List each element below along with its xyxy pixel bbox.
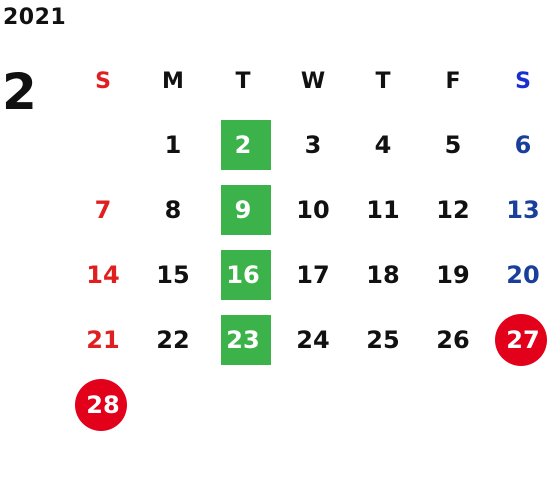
day-cell[interactable]: 25 [348,307,418,372]
day-cell[interactable]: 4 [348,112,418,177]
weekday-friday: F [445,68,461,94]
day-cell-highlighted[interactable]: 16 [208,242,278,307]
weekday-monday: M [162,68,184,94]
week-row: 7 8 9 10 11 12 13 [68,177,548,242]
day-cell[interactable]: 22 [138,307,208,372]
day-cell[interactable]: 10 [278,177,348,242]
day-number: 19 [436,260,470,289]
day-number: 27 [506,325,540,354]
day-cell-sunday[interactable]: 7 [68,177,138,242]
day-number: 9 [234,195,252,224]
day-cell[interactable]: 19 [418,242,488,307]
day-cell-empty [488,372,548,437]
day-cell-saturday[interactable]: 20 [488,242,548,307]
day-cell-empty [208,372,278,437]
day-number: 13 [506,195,540,224]
day-cell-highlighted[interactable]: 23 [208,307,278,372]
day-cell-highlighted[interactable]: 2 [208,112,278,177]
month-number: 2 [2,63,37,121]
day-cell-sunday[interactable]: 21 [68,307,138,372]
day-number: 7 [94,195,112,224]
day-number: 2 [234,130,252,159]
day-number: 23 [226,325,260,354]
day-number: 6 [514,130,532,159]
day-cell[interactable]: 17 [278,242,348,307]
day-number: 28 [86,390,120,419]
day-number: 8 [164,195,182,224]
day-cell-saturday[interactable]: 13 [488,177,548,242]
day-cell[interactable]: 8 [138,177,208,242]
day-cell[interactable]: 11 [348,177,418,242]
day-number: 17 [296,260,330,289]
day-number: 12 [436,195,470,224]
day-number: 11 [366,195,400,224]
day-number: 4 [374,130,392,159]
day-cell-saturday[interactable]: 6 [488,112,548,177]
day-cell[interactable]: 24 [278,307,348,372]
day-cell-holiday[interactable]: 28 [68,372,138,437]
day-cell-holiday[interactable]: 27 [488,307,548,372]
year-label: 2021 [3,5,67,30]
day-cell-empty [348,372,418,437]
week-row: 1 2 3 4 5 6 [68,112,548,177]
week-row: 21 22 23 24 25 26 27 [68,307,548,372]
day-number: 25 [366,325,400,354]
week-row: 28 [68,372,548,437]
day-cell[interactable]: 18 [348,242,418,307]
day-number: 26 [436,325,470,354]
weekday-header-row: S M T W T F S [68,50,548,112]
day-number: 15 [156,260,190,289]
day-number: 10 [296,195,330,224]
calendar-grid: S M T W T F S 1 2 3 4 5 6 7 8 9 10 11 12… [68,50,548,437]
day-number: 14 [86,260,120,289]
day-number: 21 [86,325,120,354]
weekday-sunday: S [95,68,111,94]
day-cell-empty [278,372,348,437]
day-number: 20 [506,260,540,289]
day-cell[interactable]: 12 [418,177,488,242]
day-cell[interactable]: 1 [138,112,208,177]
day-cell[interactable]: 3 [278,112,348,177]
weekday-wednesday: W [300,68,326,94]
day-cell-sunday[interactable]: 14 [68,242,138,307]
weekday-tuesday: T [235,68,251,94]
day-number: 16 [226,260,260,289]
day-number: 24 [296,325,330,354]
day-cell-empty [418,372,488,437]
day-number: 1 [164,130,182,159]
day-number: 3 [304,130,322,159]
day-cell-highlighted[interactable]: 9 [208,177,278,242]
day-cell[interactable]: 26 [418,307,488,372]
day-number: 5 [444,130,462,159]
day-cell-empty [138,372,208,437]
day-cell[interactable]: 5 [418,112,488,177]
day-number: 22 [156,325,190,354]
day-cell[interactable]: 15 [138,242,208,307]
weekday-saturday: S [515,68,531,94]
day-cell-empty [68,112,138,177]
weekday-thursday: T [375,68,391,94]
week-row: 14 15 16 17 18 19 20 [68,242,548,307]
day-number: 18 [366,260,400,289]
